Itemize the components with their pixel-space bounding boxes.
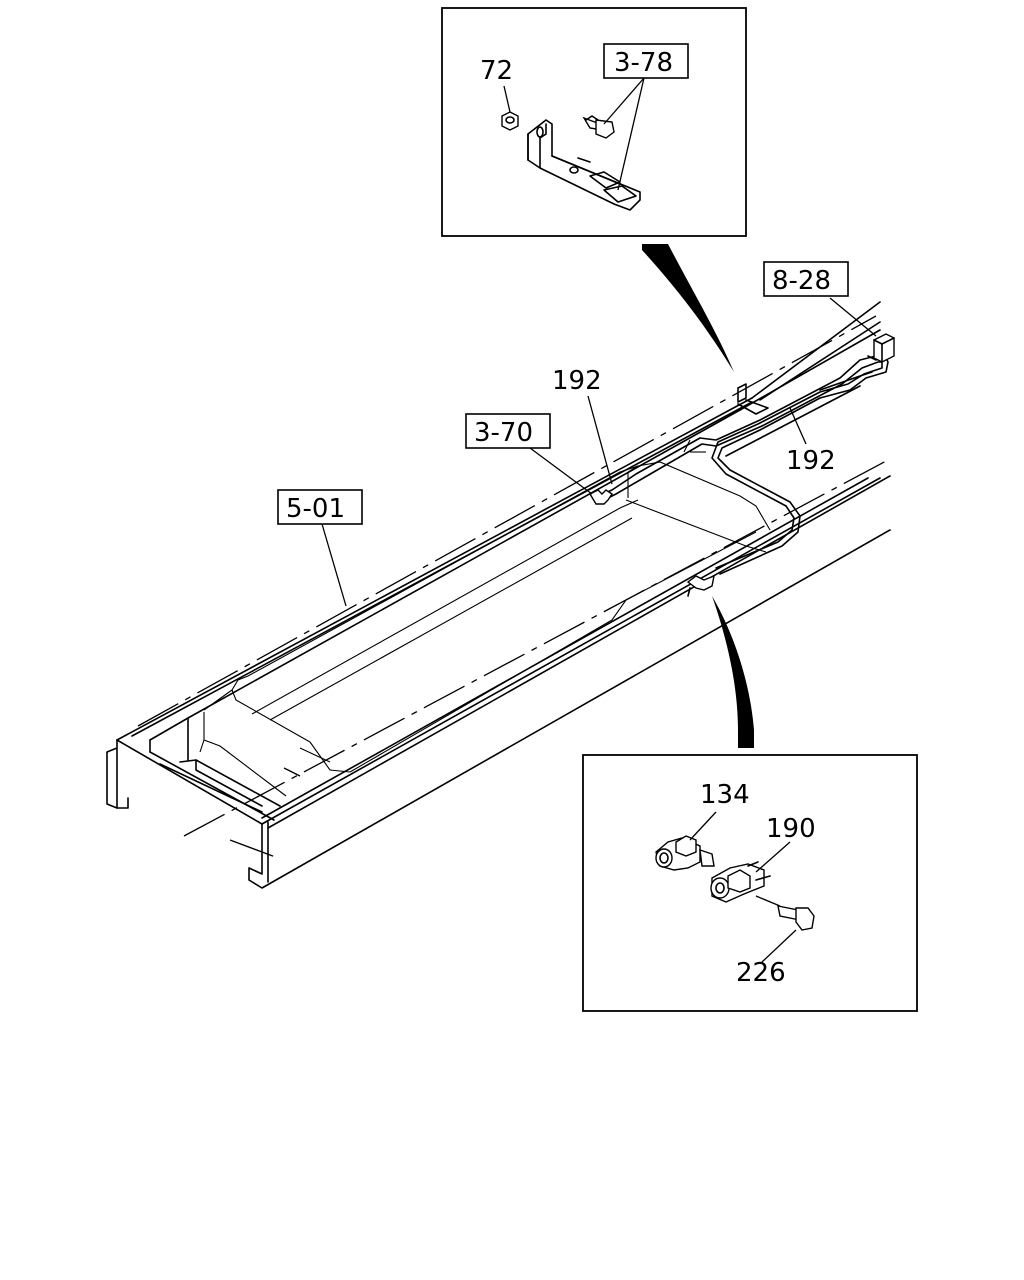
fuel-pipe-192 [597,353,889,575]
callout-3-70: 3-70 [474,418,533,448]
ref-box-8-28 [763,261,849,297]
callout-72: 72 [480,56,513,86]
callout-3-78: 3-78 [614,48,673,78]
leader-192-top [587,395,613,485]
fuel-sender-connector [867,333,895,363]
callout-190: 190 [766,814,816,844]
detail-box-bracket [441,7,747,237]
leaders-top-box [503,77,645,191]
ref-box-3-70 [465,413,551,449]
leader-5-01 [321,523,347,607]
leaders-bottom-box [689,811,797,963]
leader-3-70 [529,447,593,495]
callout-192-top: 192 [552,366,602,396]
frame-rail [106,301,891,889]
leader-8-28 [829,297,877,337]
callout-8-28: 8-28 [772,266,831,296]
leader-192-right [789,407,807,445]
callout-134: 134 [700,780,750,810]
callout-5-01: 5-01 [286,494,345,524]
ref-box-3-78 [603,43,689,79]
pipe-clip [589,489,613,505]
pipe-bracket [737,383,769,415]
detail-arrow-bottom [712,596,754,748]
detail-box-fittings [582,754,918,1012]
ref-box-5-01 [277,489,363,525]
tank-fitting [686,574,715,597]
detail-arrow-top [642,244,734,372]
callout-226: 226 [736,958,786,988]
callout-192-right: 192 [786,446,836,476]
